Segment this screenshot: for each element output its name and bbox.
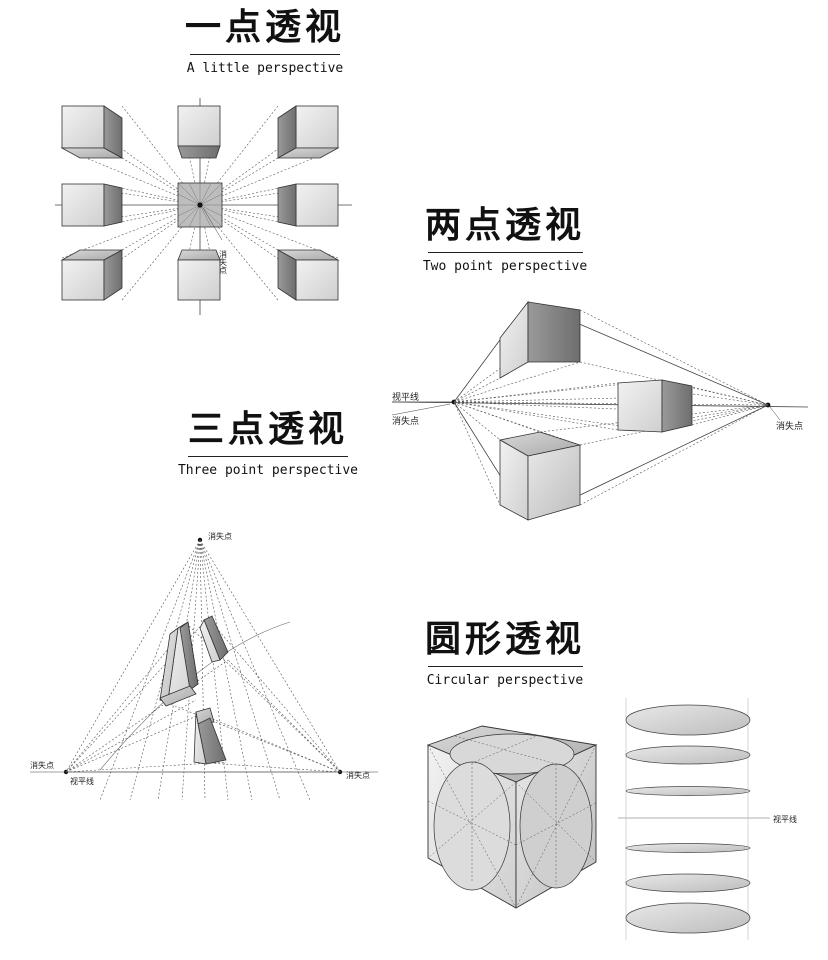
title-zh: 三点透视 (187, 408, 348, 450)
one-point-diagram: 消失点 (55, 98, 352, 315)
horizon-line-label: 视平线 (392, 391, 419, 403)
title-rule (190, 53, 340, 55)
horizon-line-label: 视平线 (70, 776, 94, 786)
title-zh: 圆形透视 (424, 618, 585, 660)
ellipse-3 (625, 786, 751, 796)
vanishing-point-label: 消失点 (219, 249, 228, 275)
label-leader (202, 207, 223, 241)
cube-bottom-center (177, 249, 221, 301)
block-short-right (199, 615, 229, 663)
ellipse-4 (625, 843, 751, 853)
title-zh: 两点透视 (424, 204, 585, 246)
horizon-line (391, 401, 809, 408)
title-rule (188, 455, 348, 457)
block-tall-left (159, 621, 199, 707)
two-point-diagram: 视平线 消失点 消失点 (391, 300, 809, 521)
block-top (499, 300, 581, 379)
ellipse-1 (625, 704, 751, 736)
ellipse-5 (625, 873, 751, 893)
vanishing-point-top-label: 消失点 (208, 531, 232, 541)
cube-top-left (60, 105, 124, 159)
title-zh: 一点透视 (184, 6, 345, 48)
vanishing-point-left-label: 消失点 (30, 760, 54, 770)
three-point-diagram: 消失点 消失点 视平线 消失点 (30, 531, 378, 801)
block-lower (193, 707, 227, 765)
vanishing-point-dot (197, 202, 203, 208)
circular-diagram: 视平线 (426, 698, 797, 940)
horizon-line-label: 视平线 (773, 814, 797, 824)
heading-two-point: 两点透视 Two point perspective (410, 204, 600, 274)
title-en: Two point perspective (422, 258, 588, 274)
title-rule (427, 665, 583, 667)
cube-bottom-left (60, 249, 124, 301)
cube-top-center (177, 105, 221, 159)
cube-bottom-right (276, 249, 340, 301)
title-en: A little perspective (186, 60, 344, 76)
ellipse-6 (625, 902, 751, 934)
block-bottom (498, 431, 582, 521)
cube-mid-right (277, 183, 339, 227)
ellipse-stack (625, 704, 751, 934)
title-en: Three point perspective (177, 462, 358, 478)
cube-guides (427, 734, 597, 909)
heading-circular: 圆形透视 Circular perspective (410, 618, 600, 688)
arc-guide (99, 621, 291, 771)
title-rule (427, 251, 583, 253)
vanishing-point-left-label: 消失点 (392, 415, 419, 427)
ellipse-2 (625, 745, 751, 765)
vanishing-point-right-label: 消失点 (776, 420, 803, 432)
heading-three-point: 三点透视 Three point perspective (168, 408, 368, 478)
cube-mid-left (61, 183, 123, 227)
title-en: Circular perspective (426, 672, 584, 688)
cube-middle (617, 379, 693, 433)
cube-top-right (276, 105, 340, 159)
heading-one-point: 一点透视 A little perspective (170, 6, 360, 76)
vanishing-point-right-label: 消失点 (346, 770, 370, 780)
